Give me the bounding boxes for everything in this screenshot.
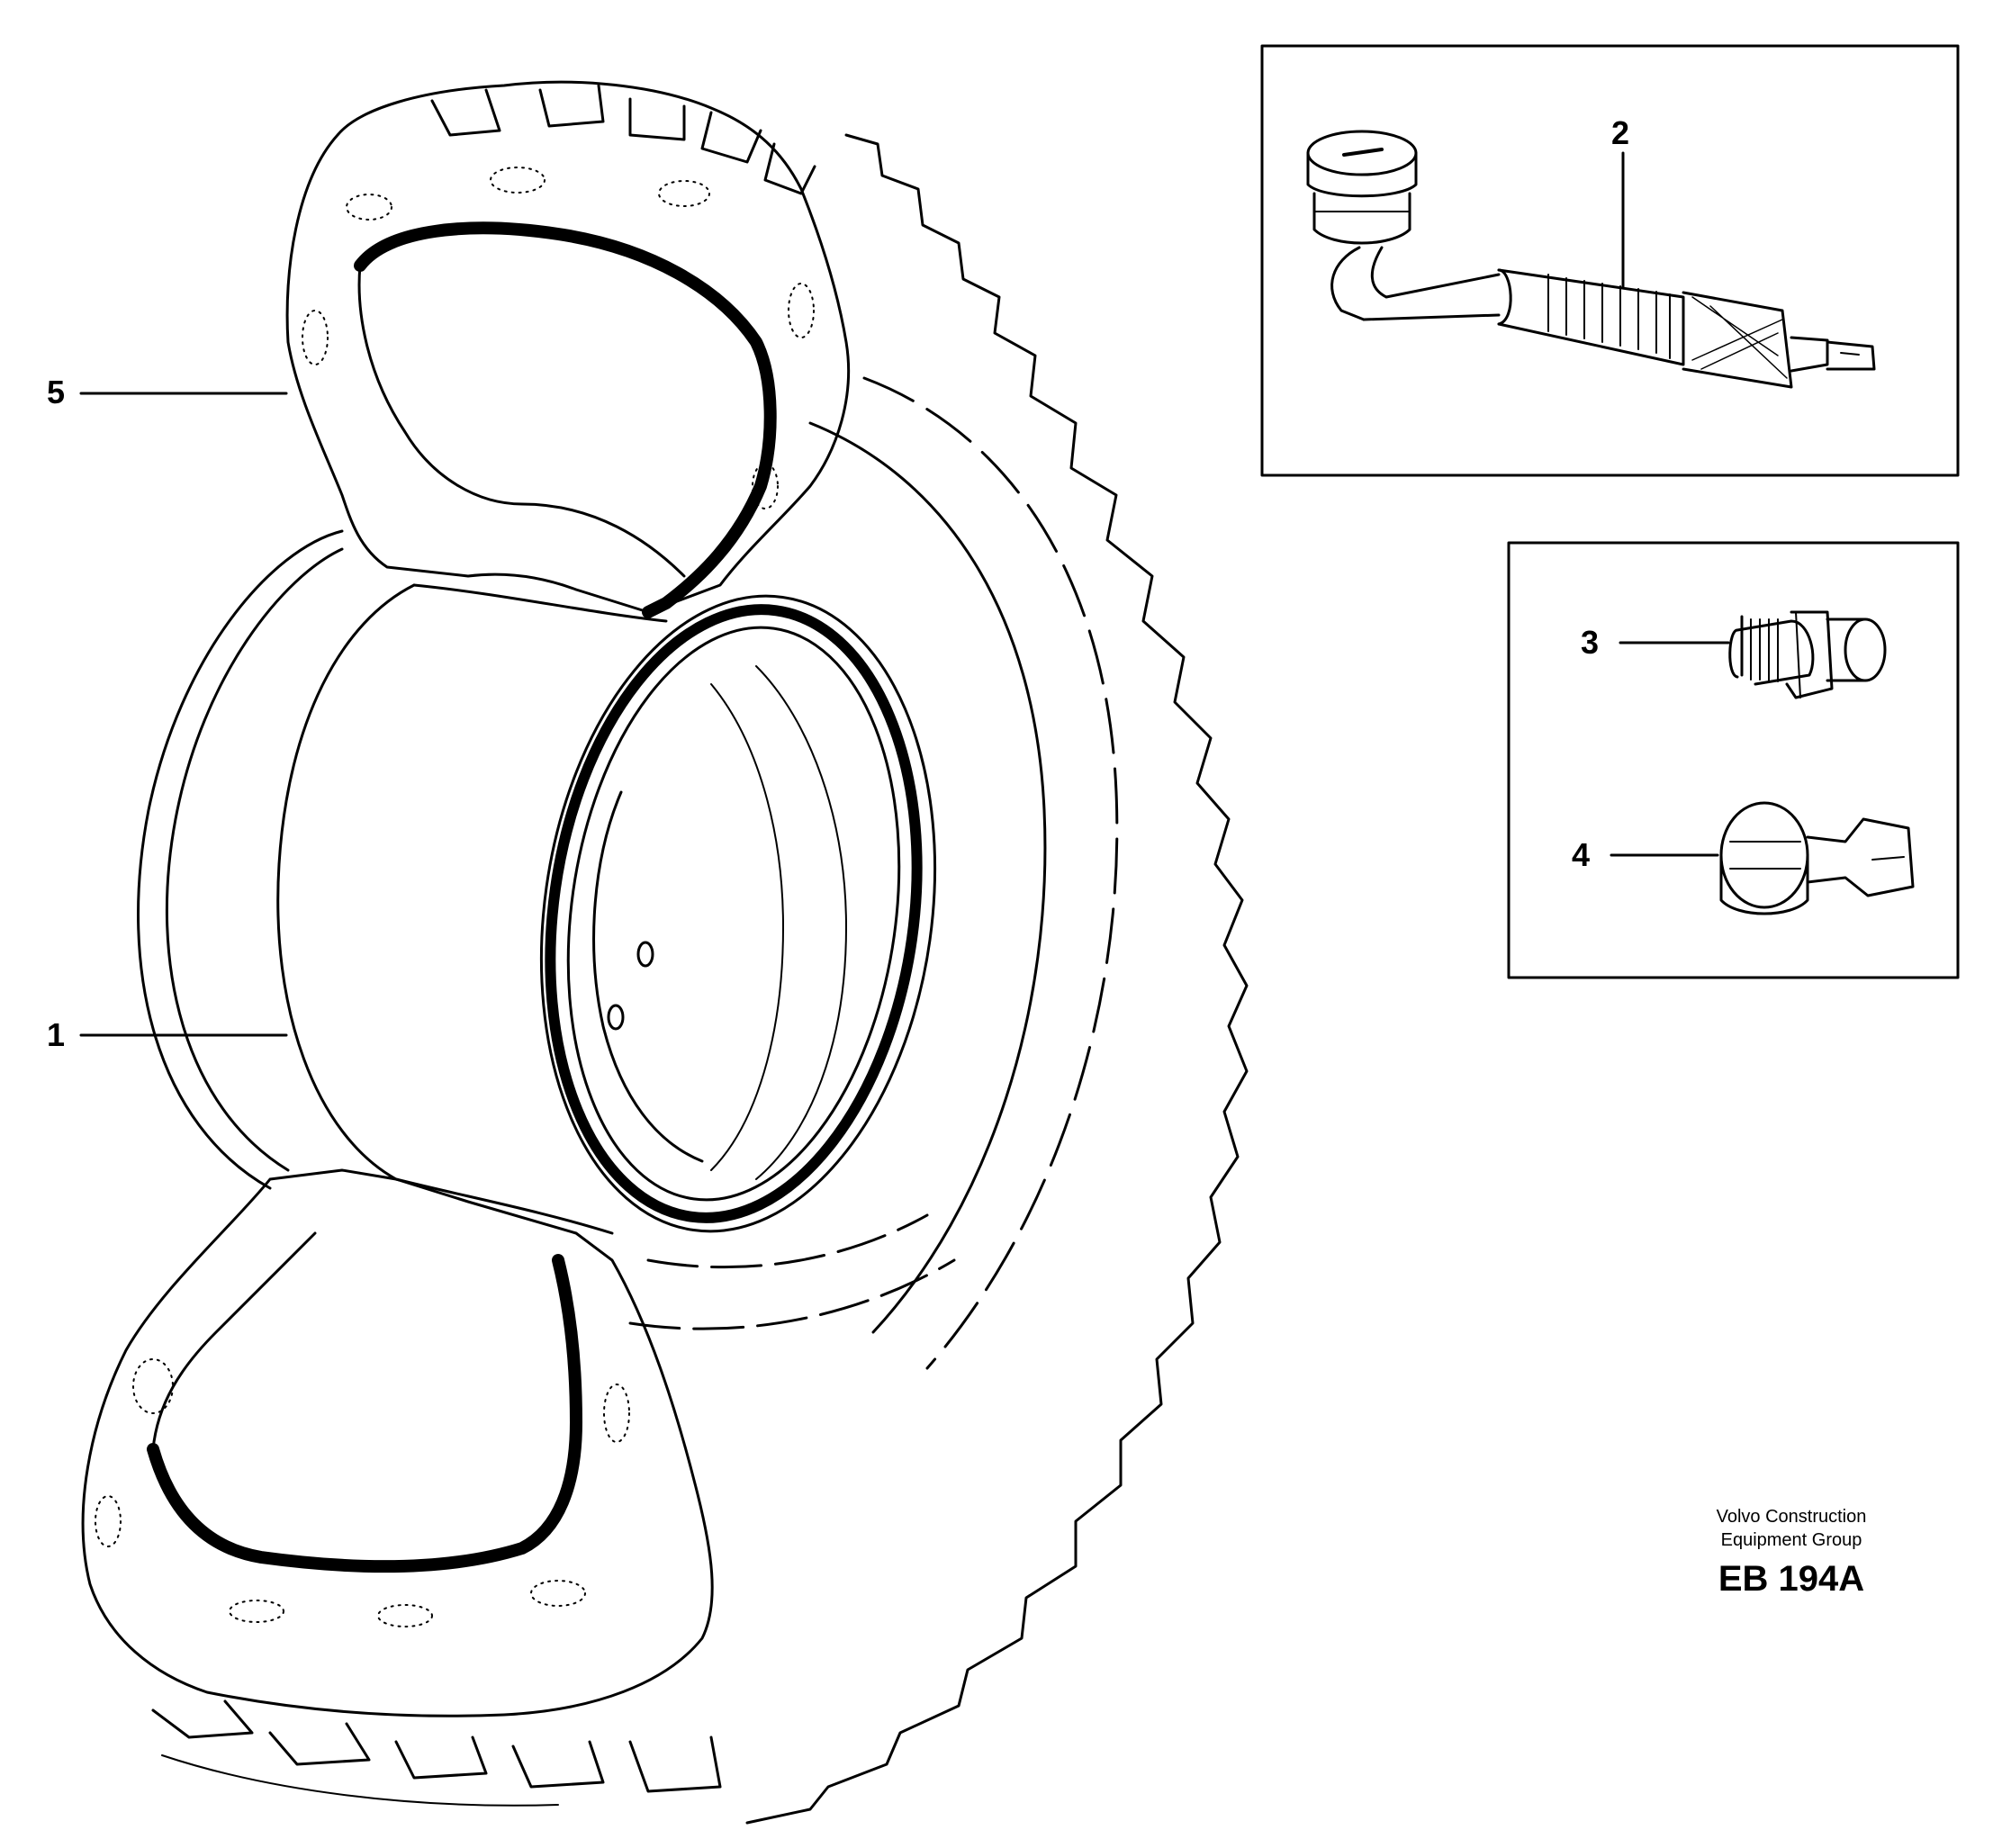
leader-lines — [79, 151, 1730, 1037]
inset-frame-valve — [1260, 44, 1960, 477]
figure-code: EB 194A — [1718, 1559, 1865, 1599]
publisher-credit: Volvo Construction Equipment Group EB 19… — [1602, 1505, 1980, 1602]
valve-cap-icon — [1719, 801, 1915, 915]
callout-1: 1 — [47, 1016, 66, 1053]
callout-3: 3 — [1581, 624, 1600, 661]
tire-icon — [81, 80, 1249, 1825]
credit-line-2: Equipment Group — [1720, 1530, 1862, 1550]
callout-5: 5 — [47, 374, 66, 410]
angled-valve-icon — [1306, 130, 1876, 389]
valve-nipple-icon — [1728, 610, 1887, 699]
credit-line-1: Volvo Construction — [1716, 1507, 1867, 1527]
callout-4: 4 — [1572, 836, 1591, 873]
wheel-rim-icon — [137, 529, 937, 1235]
inset-frame-fittings — [1507, 541, 1960, 979]
callout-2: 2 — [1611, 114, 1630, 151]
